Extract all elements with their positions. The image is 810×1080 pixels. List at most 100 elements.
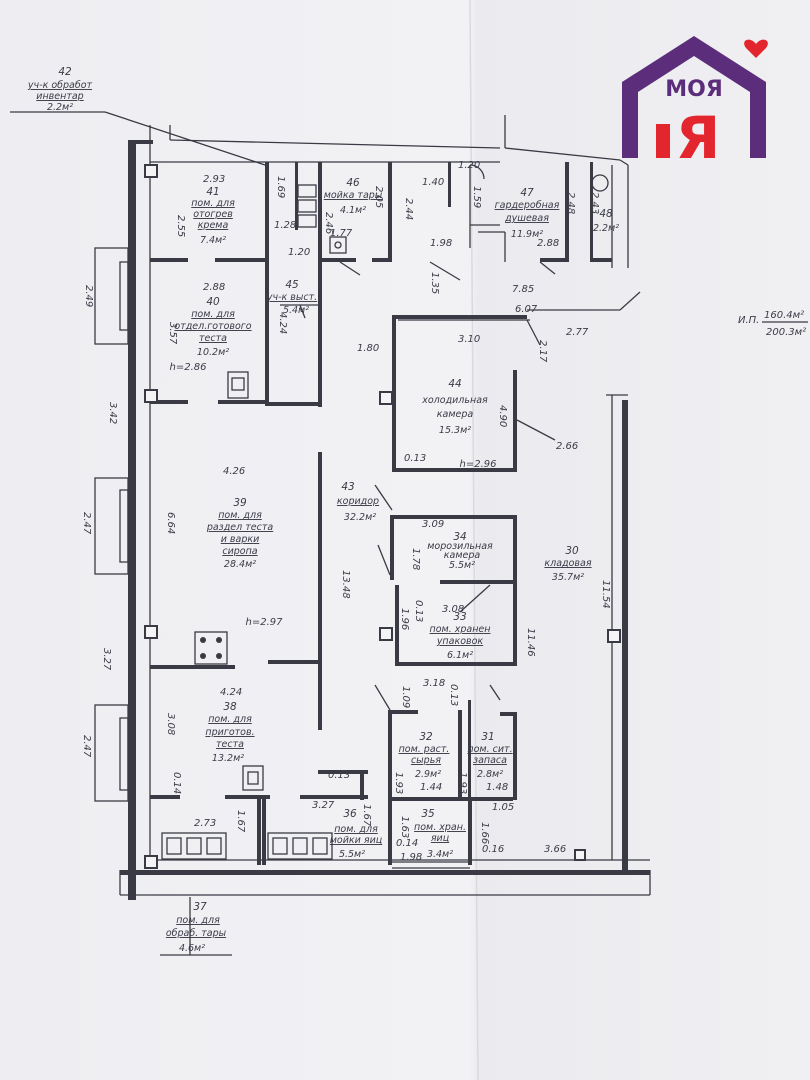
leader-lines — [10, 111, 266, 956]
dimension-label: 2.05 — [373, 186, 384, 208]
dimension-label: 2.49 — [83, 285, 94, 307]
dimension-label: 1.77 — [330, 228, 353, 239]
dimension-label: 2.44 — [403, 198, 414, 220]
room-name-line: отогрев — [193, 209, 233, 220]
dimension-label: 2.17 — [537, 340, 548, 363]
dimension-label: 2.43 — [589, 192, 600, 214]
dimension-label: 3.10 — [458, 334, 480, 345]
dimension-label: 2.73 — [194, 818, 216, 829]
room-number: 45 — [285, 279, 299, 291]
room-name-line: морозильная — [427, 541, 493, 552]
dimension-label: 6.07 — [515, 304, 538, 315]
paper-fold-line — [469, 0, 479, 1080]
room-name-line: мойки яиц — [330, 835, 382, 846]
dimension-label: 3.57 — [167, 322, 178, 345]
brand-logo: МОЯ Я — [622, 36, 768, 172]
dimension-label: 1.59 — [471, 186, 482, 208]
room-area: 5.5м² — [449, 560, 475, 571]
room-name-line: гардеробная — [495, 200, 560, 211]
total-prefix: И.П. — [738, 315, 759, 326]
dimension-label: 1.20 — [458, 160, 480, 171]
structural-columns — [144, 164, 621, 869]
dimension-label: 2.46 — [323, 212, 334, 234]
dimension-label: 3.66 — [544, 844, 566, 855]
dimension-label: 3.18 — [423, 678, 445, 689]
dimension-label: 1.35 — [429, 272, 440, 294]
room-area: 15.3м² — [439, 425, 471, 436]
dimension-label: 0.16 — [482, 844, 504, 855]
room-name-line: запаса — [473, 755, 507, 766]
dimension-label: 3.08 — [165, 713, 176, 735]
room-label-45: 45 уч-к выст. 5.4м² — [266, 279, 317, 316]
dimension-label: 1.93 — [393, 772, 404, 794]
room-name-line: пом. для — [208, 714, 252, 725]
interior-walls — [150, 162, 641, 869]
dimension-label: 0.13 — [413, 600, 424, 622]
room-name-line: теста — [199, 333, 227, 344]
room-label-37: 37 пом. для обраб. тары 4.6м² — [166, 901, 227, 954]
room-name-line: камера — [437, 409, 474, 420]
room-name-line: и варки — [221, 534, 260, 545]
room-label-34: 34 морозильная камера 5.5м² — [427, 531, 493, 571]
room-number: 32 — [419, 731, 433, 743]
room-label-31: 31 пом. сит. запаса 2.8м² — [467, 731, 512, 780]
dimension-label: 7.85 — [512, 284, 534, 295]
room-area: 35.7м² — [552, 572, 584, 583]
logo-bracket-mark — [656, 124, 670, 158]
dimension-label: 2.88 — [203, 282, 225, 293]
dimension-label: 3.27 — [101, 648, 112, 671]
dimension-label: 2.93 — [203, 174, 225, 185]
room-number: 30 — [565, 545, 579, 557]
dimension-label: 3.42 — [107, 402, 118, 424]
room-number: 39 — [233, 497, 247, 509]
room-number: 37 — [193, 901, 207, 913]
dimension-label: 4.24 — [220, 687, 242, 698]
room-area: 2.8м² — [477, 769, 503, 780]
room-area: 7.4м² — [200, 235, 226, 246]
room-area: 5.4м² — [283, 305, 309, 316]
room-name-line: обраб. тары — [166, 928, 227, 939]
dimension-label: 2.47 — [81, 735, 92, 758]
dimension-label: 0.14 — [396, 838, 418, 849]
dimension-label: 0.13 — [448, 684, 459, 706]
room-number: 34 — [453, 531, 466, 543]
room-name-line: яиц — [431, 833, 449, 844]
room-name-line: уч-к выст. — [266, 292, 317, 303]
room-label-39: 39 пом. для раздел теста и варки сиропа … — [206, 497, 283, 628]
dimension-label: 2.55 — [175, 215, 186, 237]
vertical-dimension-labels: 2.55 1.69 2.46 2.05 2.44 1.59 2.48 2.43 … — [81, 176, 611, 844]
room-number: 38 — [223, 701, 237, 713]
dimension-label: 1.67 — [235, 810, 246, 833]
dimension-label: 4.24 — [277, 312, 288, 334]
left-windows — [94, 247, 129, 802]
dimension-label: 2.77 — [566, 327, 589, 338]
dimension-label: 0.14 — [171, 772, 182, 794]
room-area: 28.4м² — [224, 559, 256, 570]
room-name-line: раздел теста — [206, 522, 274, 533]
room-label-46: 46 мойка тары 4.1м² — [324, 177, 383, 216]
room-area: 4.6м² — [179, 943, 205, 954]
dimension-label: 1.20 — [288, 247, 310, 258]
room-name-line: теста — [216, 739, 244, 750]
dimension-label: 2.88 — [537, 238, 559, 249]
dimension-label: 1.98 — [400, 852, 422, 863]
room-label-35: 35 пом. хран. яиц 3.4м² — [414, 808, 466, 860]
room-height: h=2.86 — [170, 362, 207, 373]
room-number: 46 — [346, 177, 360, 189]
room-area: 2.2м² — [47, 102, 73, 113]
room-area: 10.2м² — [197, 347, 229, 358]
room-area: 32.2м² — [344, 512, 376, 523]
room-label-40: 40 пом. для отдел.готового теста 10.2м² … — [170, 296, 252, 373]
dimension-label: 0.13 — [404, 453, 426, 464]
room-name-line: кладовая — [544, 558, 591, 569]
dimension-label: 6.64 — [165, 512, 176, 534]
room-label-36: 36 пом. для мойки яиц 5.5м² — [330, 808, 382, 860]
dimension-label: 2.66 — [556, 441, 578, 452]
room-number: 44 — [448, 378, 461, 390]
room-label-32: 32 пом. раст. сырья 2.9м² — [399, 731, 450, 780]
room-name-line: инвентар — [36, 91, 83, 102]
room-label-44: 44 холодильная камера 15.3м² h=2.96 — [421, 378, 496, 470]
room-name-line: сырья — [411, 755, 441, 766]
dimension-label: 11.46 — [525, 628, 536, 657]
